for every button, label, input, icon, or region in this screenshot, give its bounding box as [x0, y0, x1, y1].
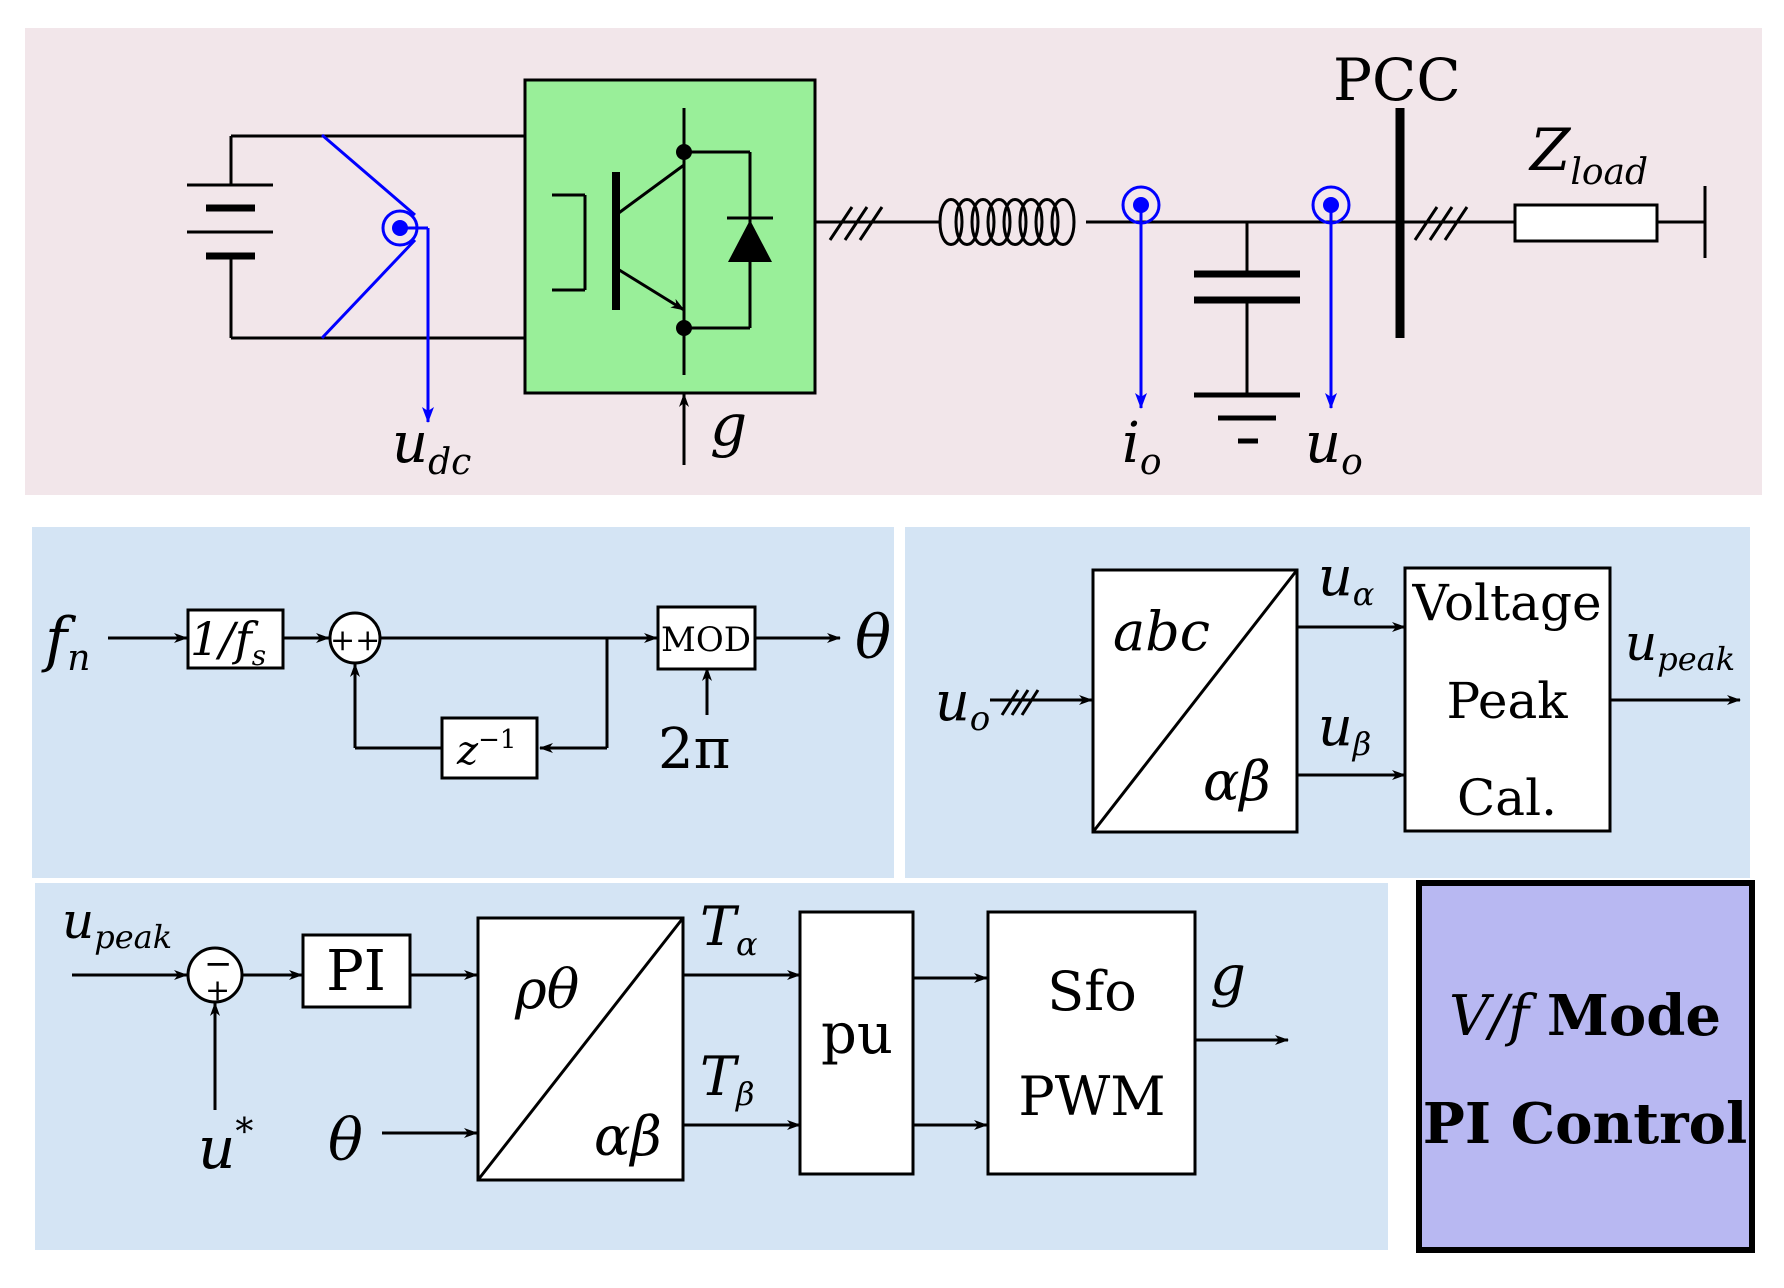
voltage-peak-line2: Peak: [1446, 672, 1568, 730]
node-dot-bottom: [676, 320, 692, 336]
angle-generator-panel: [32, 527, 894, 878]
diode-symbol: [728, 220, 772, 262]
inverter-block: [523, 78, 817, 395]
pi-text: PI: [326, 939, 386, 1004]
inv-fs-block: [186, 608, 285, 670]
udc-label: udc: [392, 411, 471, 483]
tbeta-label: Tβ: [700, 1045, 755, 1113]
voltage-peak-line1: Voltage: [1411, 574, 1601, 632]
uo-in-label: uo: [935, 670, 990, 739]
dc-current-sensor: [320, 133, 434, 423]
sfo-pwm-block: [986, 910, 1197, 1176]
io-label: io: [1122, 411, 1162, 483]
io-sensor-dot: [1133, 197, 1149, 213]
error-sum-minus: −: [204, 944, 233, 984]
uo-sensor-dot: [1323, 197, 1339, 213]
mode-box: [1416, 880, 1755, 1253]
uo-sensor: [1311, 185, 1351, 409]
zload-label: Zload: [1528, 116, 1648, 193]
ubeta-label: uβ: [1318, 695, 1371, 763]
io-sensor: [1121, 185, 1161, 409]
rho-theta-diagonal: [476, 917, 685, 1181]
error-sum: [186, 946, 244, 1004]
pwm-text: PWM: [1018, 1065, 1165, 1128]
power-circuit: [187, 108, 1707, 444]
voltage-peak-line3: Cal.: [1457, 769, 1557, 827]
abc-alphabeta-diagonal: [1091, 569, 1299, 833]
talpha-label: Tα: [700, 895, 758, 963]
uo-label: uo: [1305, 411, 1363, 483]
node-dot-top: [676, 144, 692, 160]
pi-loop-wiring: [72, 970, 1289, 1138]
theta-in-label: θ: [328, 1106, 363, 1174]
gate-label: g: [710, 391, 747, 459]
pcc-label: PCC: [1333, 46, 1461, 114]
angle-generator-wiring: [108, 633, 841, 753]
integrator-sum-signs: ++: [330, 623, 380, 658]
circuit-panel: [25, 28, 1762, 495]
g-out-label: g: [1210, 944, 1246, 1009]
delay-block: [440, 716, 539, 780]
rho-theta-text: ρθ: [514, 958, 579, 1021]
upeak-in-label: upeak: [62, 892, 172, 956]
mod-text: MOD: [661, 620, 751, 660]
mod-block: [656, 605, 757, 671]
abc-text: abc: [1113, 600, 1210, 663]
alphabeta-text: αβ: [1203, 750, 1271, 813]
mode-line1: V/f Mode: [1449, 983, 1721, 1049]
mode-line2: PI Control: [1423, 1091, 1747, 1157]
sfo-text: Sfo: [1047, 960, 1137, 1023]
integrator-sum: [328, 611, 382, 665]
dc-sensor-dot: [392, 220, 408, 236]
upeak-out-label: upeak: [1625, 614, 1735, 678]
error-sum-plus: +: [205, 973, 230, 1008]
pu-text: pu: [821, 1002, 893, 1067]
pu-block: [798, 910, 915, 1176]
delay-text: z−1: [456, 725, 516, 774]
pi-block: [301, 933, 412, 1009]
voltage-peak-block: [1403, 566, 1612, 833]
theta-out-label: θ: [855, 603, 891, 673]
rho-alphabeta-text: αβ: [594, 1105, 662, 1168]
ualpha-label: uα: [1318, 545, 1374, 613]
inv-fs-text: 1/fs: [190, 612, 266, 672]
ustar-label: u*: [198, 1112, 253, 1182]
peak-calc-wiring: [990, 622, 1741, 780]
two-pi-label: 2π: [658, 717, 730, 782]
